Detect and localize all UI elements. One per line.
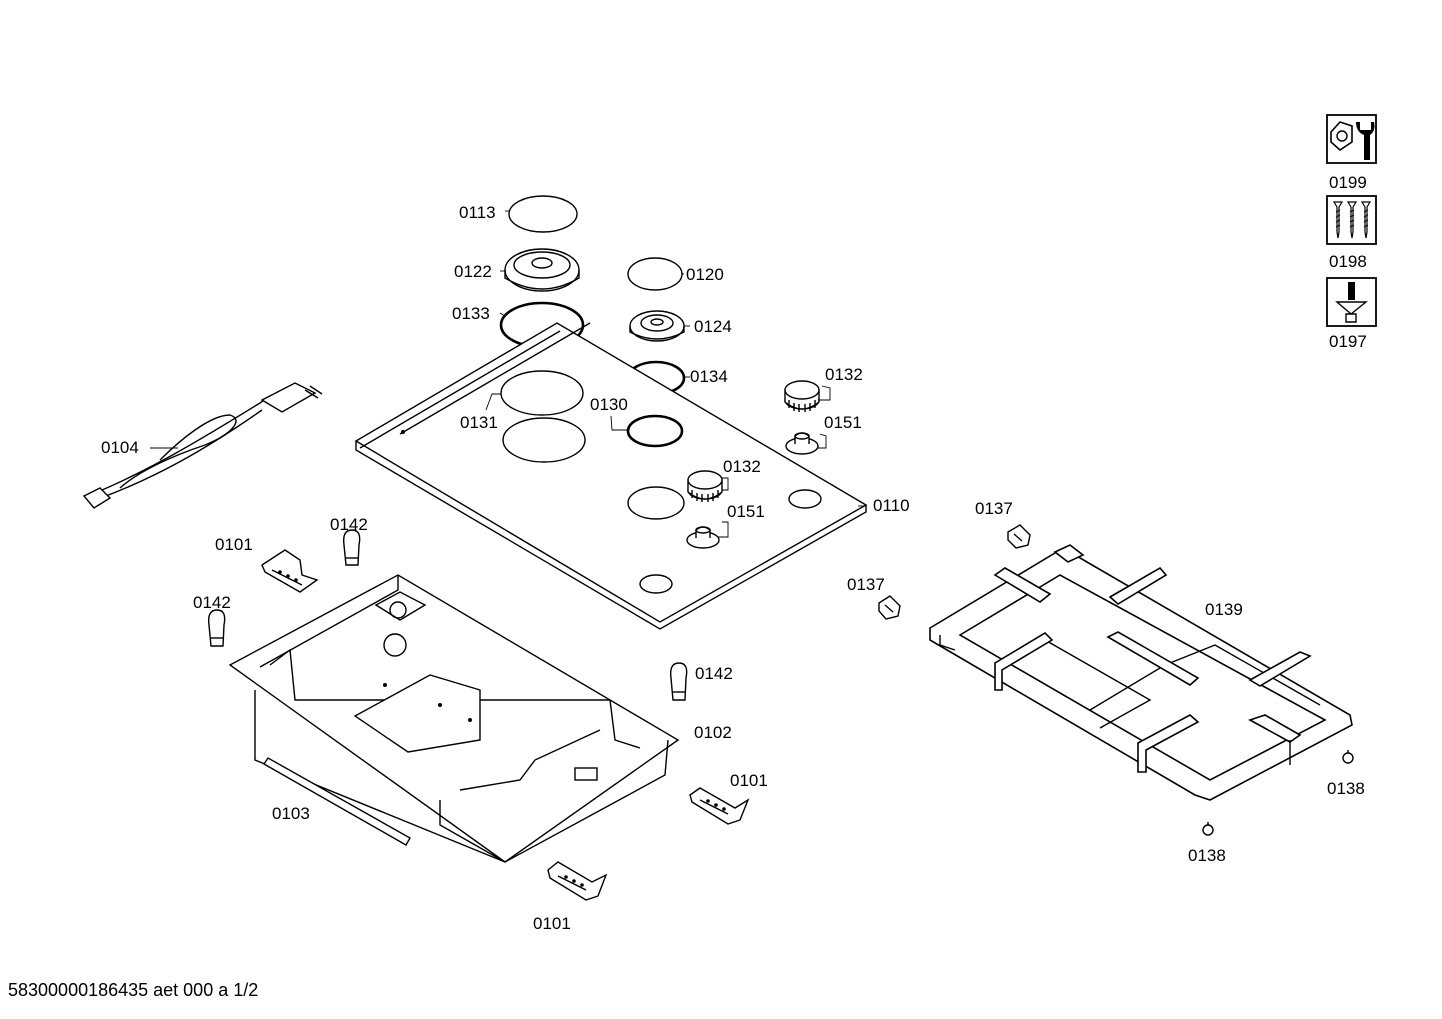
mounting-bracket-1 [261, 549, 319, 593]
label-0130: 0130 [590, 395, 628, 414]
label-0122: 0122 [454, 262, 492, 281]
grate-foot-1 [1342, 750, 1354, 764]
burner-cap-large [508, 195, 578, 233]
label-0110: 0110 [873, 496, 910, 515]
label-0138-right: 0138 [1327, 779, 1365, 798]
label-0101-right: 0101 [730, 771, 768, 790]
label-0101-upper: 0101 [215, 535, 253, 554]
label-0137-lower: 0137 [847, 575, 885, 594]
leader-lines [150, 210, 866, 538]
label-0124: 0124 [694, 317, 732, 336]
mounting-bracket-2 [689, 787, 750, 825]
label-0103: 0103 [272, 804, 310, 823]
control-knob-lower [687, 470, 723, 502]
label-0142-left: 0142 [193, 593, 231, 612]
part-labels: 0113 0122 0120 0133 0124 0134 0132 0151 … [101, 173, 1367, 933]
label-0142-right: 0142 [695, 664, 733, 683]
screws-icon [1326, 195, 1377, 245]
cooktop-plate [354, 322, 868, 630]
seal-ring-mid [626, 414, 684, 448]
label-0151-lower: 0151 [727, 502, 765, 521]
label-0139: 0139 [1205, 600, 1243, 619]
label-0113: 0113 [459, 203, 496, 222]
grease-gun-icon [1326, 277, 1377, 327]
pan-support-grate [929, 544, 1353, 801]
label-0199: 0199 [1329, 173, 1367, 192]
label-0142-upper: 0142 [330, 515, 368, 534]
grate-clip-1 [1007, 524, 1031, 549]
knob-collar-upper [785, 432, 819, 455]
label-0101-lower: 0101 [533, 914, 571, 933]
label-0120: 0120 [686, 265, 724, 284]
burner-cap-small [627, 257, 683, 291]
label-0151-upper: 0151 [824, 413, 862, 432]
burner-head-large [504, 248, 580, 292]
sealing-strip [263, 757, 411, 846]
rubber-foot-3 [669, 662, 688, 701]
housing-base [228, 574, 680, 863]
rubber-foot-1 [342, 529, 361, 566]
label-0197: 0197 [1329, 332, 1367, 351]
label-0133: 0133 [452, 304, 490, 323]
label-0138-lower: 0138 [1188, 846, 1226, 865]
label-0132-upper: 0132 [825, 365, 863, 384]
label-0131: 0131 [460, 413, 498, 432]
grate-clip-2 [878, 595, 901, 620]
label-0132-lower: 0132 [723, 457, 761, 476]
grate-foot-2 [1202, 822, 1214, 836]
label-0198: 0198 [1329, 252, 1367, 271]
mounting-bracket-3 [547, 861, 608, 901]
rubber-foot-2 [207, 609, 226, 647]
wrench-nut-icon [1326, 114, 1377, 164]
knob-collar-lower [686, 526, 720, 549]
label-0104: 0104 [101, 438, 139, 457]
control-knob-upper [784, 380, 820, 412]
label-0134: 0134 [690, 367, 728, 386]
power-cord [82, 382, 323, 509]
document-id: 58300000186435 aet 000 a 1/2 [8, 980, 259, 1000]
label-0137-upper: 0137 [975, 499, 1013, 518]
burner-head-small [629, 310, 685, 342]
label-0102: 0102 [694, 723, 732, 742]
